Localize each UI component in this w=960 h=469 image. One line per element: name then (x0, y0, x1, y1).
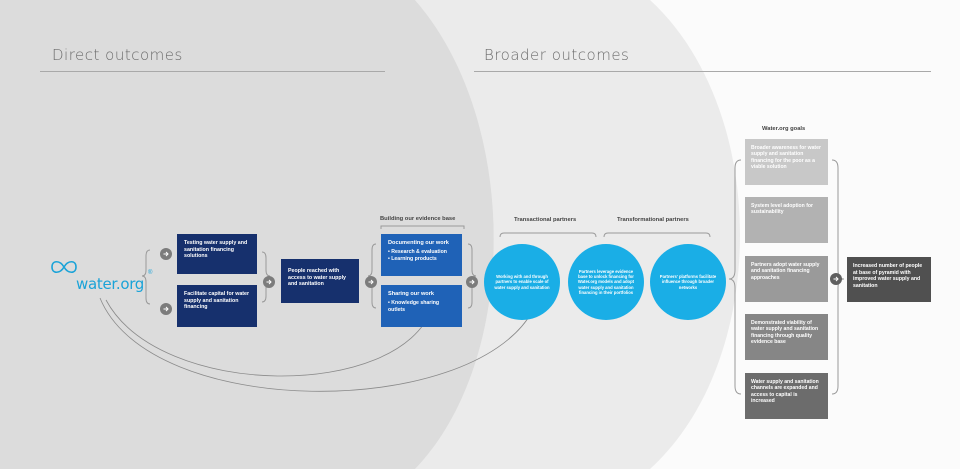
result-box: Increased number of people at base of py… (847, 257, 931, 302)
sharing-title: Sharing our work (388, 291, 434, 297)
transactional-partners-label: Transactional partners (514, 217, 577, 223)
broader-outcomes-rule (474, 71, 931, 72)
arrow-right-icon (830, 273, 842, 285)
transformational-partners-label: Transformational partners (617, 217, 689, 223)
activity-capital-box: Facilitate capital for water supply and … (177, 285, 257, 327)
documenting-bullet: • Learning products (388, 255, 437, 262)
arrow-right-icon (160, 303, 172, 315)
partner-circle-working: Working with and through partners to ena… (484, 244, 560, 320)
goals-left-brace-icon (728, 159, 742, 395)
evidence-bracket-icon (380, 225, 465, 229)
partner-circle-leverage: Partners leverage evidence base to unloc… (568, 244, 644, 320)
direct-outcomes-heading: Direct outcomes (52, 46, 183, 64)
broader-outcomes-heading: Broader outcomes (484, 46, 630, 64)
documenting-bullet: • Research & evaluation (388, 249, 447, 255)
goals-right-brace-icon (831, 159, 845, 395)
water-org-logo: water.org ® (50, 257, 160, 297)
partner-circle-platforms: Partners' platforms facilitate influence… (650, 244, 726, 320)
goal-box-viability: Demonstrated viability of water supply a… (745, 314, 828, 360)
documenting-title: Documenting our work (388, 240, 449, 246)
activity-capital-text: Facilitate capital for water supply and … (184, 291, 250, 311)
goal-box-channels: Water supply and sanitation channels are… (745, 373, 828, 419)
evidence-base-label: Building our evidence base (380, 216, 456, 222)
sharing-bullet: outlets (388, 306, 406, 313)
activity-testing-box: Testing water supply and sanitation fina… (177, 234, 257, 274)
feedback-arc-inner (105, 299, 433, 377)
goal-box-system: System level adoption for sustainability (745, 197, 828, 243)
goal-box-awareness: Broader awareness for water supply and s… (745, 139, 828, 185)
logo-registered-mark: ® (148, 270, 153, 276)
arrow-right-icon (365, 276, 377, 288)
infinity-loop-icon (51, 260, 77, 274)
evidence-right-brace-icon (467, 243, 477, 309)
transformational-bracket-icon (603, 232, 711, 238)
goal-box-adopt: Partners adopt water supply and sanitati… (745, 256, 828, 302)
transactional-bracket-icon (499, 232, 597, 238)
sharing-box: Sharing our work • Knowledge sharing out… (381, 285, 462, 327)
direct-outcomes-rule (40, 71, 385, 72)
logo-text: water.org (76, 275, 145, 293)
sharing-bullet: • Knowledge sharing (388, 300, 440, 306)
activity-testing-text: Testing water supply and sanitation fina… (184, 240, 248, 260)
people-reached-box: People reached with access to water supp… (281, 259, 359, 303)
arrow-right-icon (263, 276, 275, 288)
arrow-right-icon (466, 276, 478, 288)
logo-brace-icon (141, 249, 151, 305)
goals-label: Water.org goals (762, 126, 806, 132)
arrow-right-icon (160, 248, 172, 260)
documenting-box: Documenting our work • Research & evalua… (381, 234, 462, 276)
people-reached-text: People reached with access to water supp… (288, 268, 346, 288)
